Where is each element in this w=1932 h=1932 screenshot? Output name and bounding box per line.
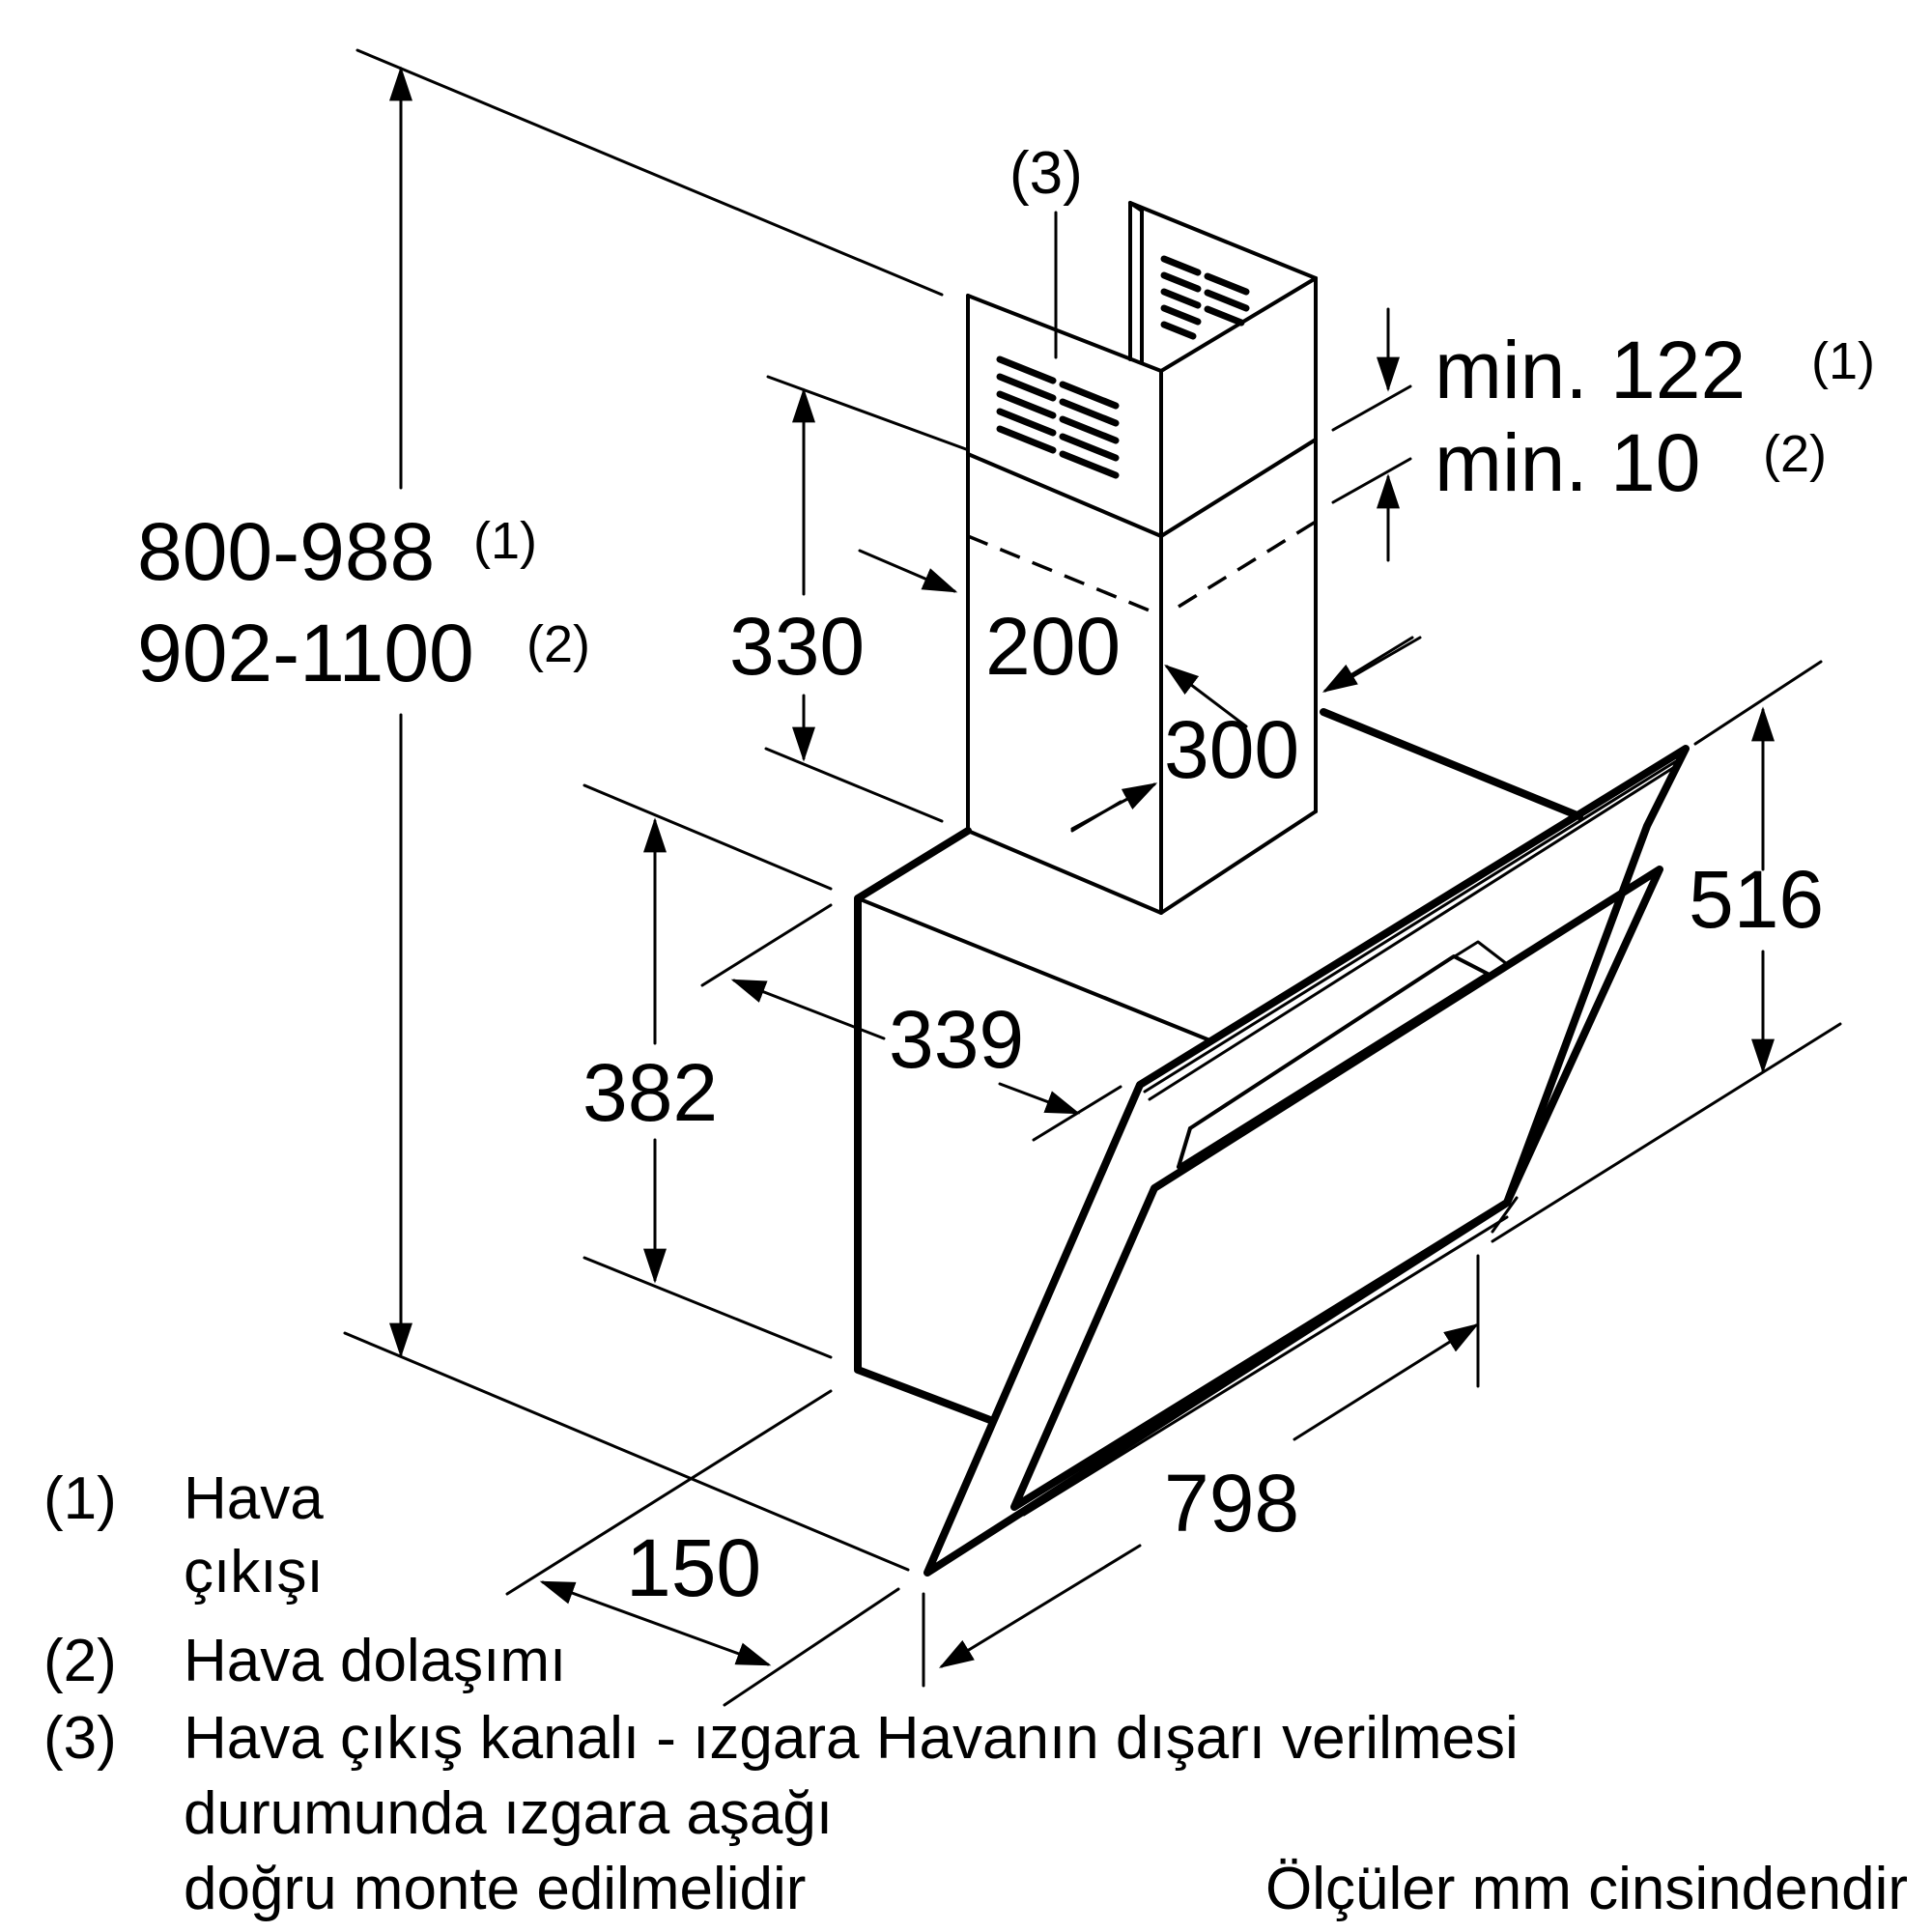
- dim-body-depth: 339: [889, 994, 1024, 1085]
- note-3-line3: doğru monte edilmelidir: [184, 1856, 806, 1922]
- dim-bottom-depth: 150: [626, 1522, 761, 1613]
- dim-glass-height: 516: [1689, 854, 1824, 945]
- hood-body: [854, 708, 1690, 1577]
- note-1-line1: Hava: [184, 1465, 324, 1532]
- note-1-line2: çıkışı: [184, 1539, 324, 1605]
- note-3-line2: durumunda ızgara aşağı: [184, 1780, 833, 1847]
- dim-height-total-2-ref: (2): [526, 615, 590, 673]
- dim-chimney-width: 200: [985, 601, 1121, 692]
- dim-chimney-height: 330: [729, 601, 865, 692]
- dim-min-outlet-ref: (1): [1811, 332, 1875, 390]
- note-1-ref: (1): [43, 1465, 117, 1532]
- note-3-line1: Hava çıkış kanalı - ızgara Havanın dışar…: [184, 1705, 1519, 1772]
- grille-front: [996, 355, 1120, 479]
- dim-height-total-1-ref: (1): [473, 512, 537, 570]
- dim-min-recirc: min. 10: [1435, 417, 1700, 508]
- dim-min-recirc-ref: (2): [1763, 425, 1827, 483]
- chimney-duct: [966, 201, 1318, 915]
- dim-height-total-1: 800-988: [137, 506, 435, 597]
- dim-min-outlet: min. 122: [1435, 325, 1746, 415]
- dim-chimney-depth: 300: [1164, 704, 1299, 795]
- dimension-arrows: [389, 66, 1775, 1668]
- dim-height-total-2: 902-1100: [137, 608, 474, 698]
- note-3-ref: (3): [43, 1705, 117, 1772]
- units-note: Ölçüler mm cinsindendir: [1265, 1856, 1908, 1922]
- grille-callout: (3): [1009, 140, 1083, 207]
- grille-rear: [1160, 255, 1250, 340]
- notes: (1) Hava çıkışı (2) Hava dolaşımı (3) Ha…: [43, 1465, 1908, 1922]
- dim-width: 798: [1164, 1458, 1299, 1548]
- note-2-ref: (2): [43, 1628, 117, 1694]
- dim-body-height: 382: [582, 1047, 718, 1138]
- note-2-line1: Hava dolaşımı: [184, 1628, 566, 1694]
